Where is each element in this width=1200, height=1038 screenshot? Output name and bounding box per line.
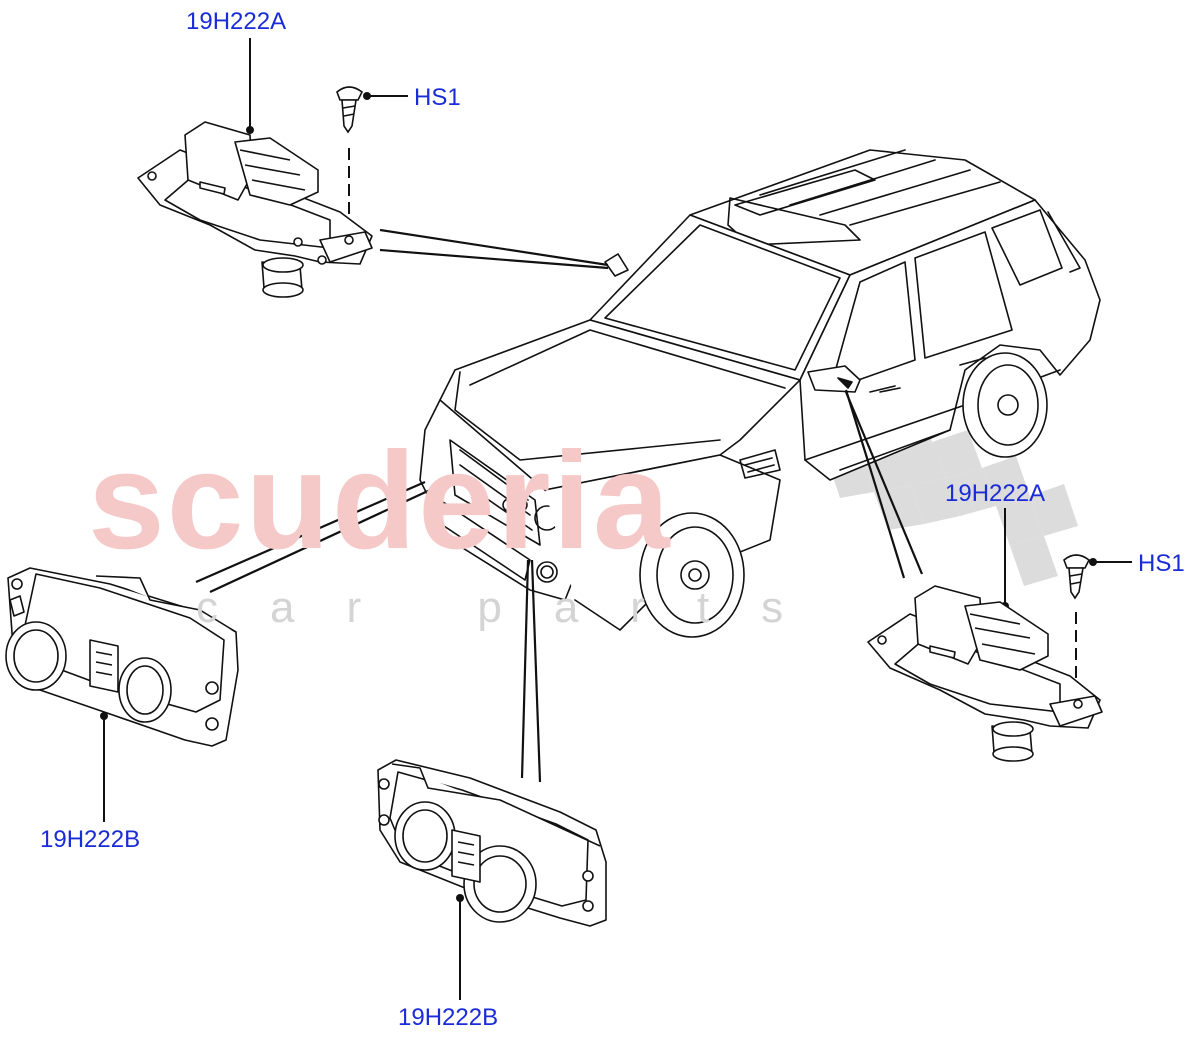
callout-19h222b-bottom: 19H222B [398,1004,499,1031]
callout-pointers [103,38,1132,1000]
callout-hs1-top: HS1 [414,84,461,111]
vehicle-illustration [419,149,1101,638]
screw-hs1-right [1063,554,1091,600]
screw-hs1-top [336,86,364,134]
parking-sensor-left [5,567,239,747]
parking-sensor-module-top-left [137,121,373,298]
callout-19h222a-top: 19H222A [186,8,287,35]
callout-hs1-right: HS1 [1138,550,1185,577]
parking-sensor-module-right [867,585,1103,762]
leader-lines [195,228,924,783]
callout-19h222a-right: 19H222A [945,480,1046,507]
checkered-flag-watermark [815,398,1078,586]
watermark-brand: scuderia [88,424,672,578]
callout-19h222b-left: 19H222B [40,826,141,853]
parking-sensor-bottom [377,759,607,927]
watermark-tagline: car parts [196,583,836,632]
